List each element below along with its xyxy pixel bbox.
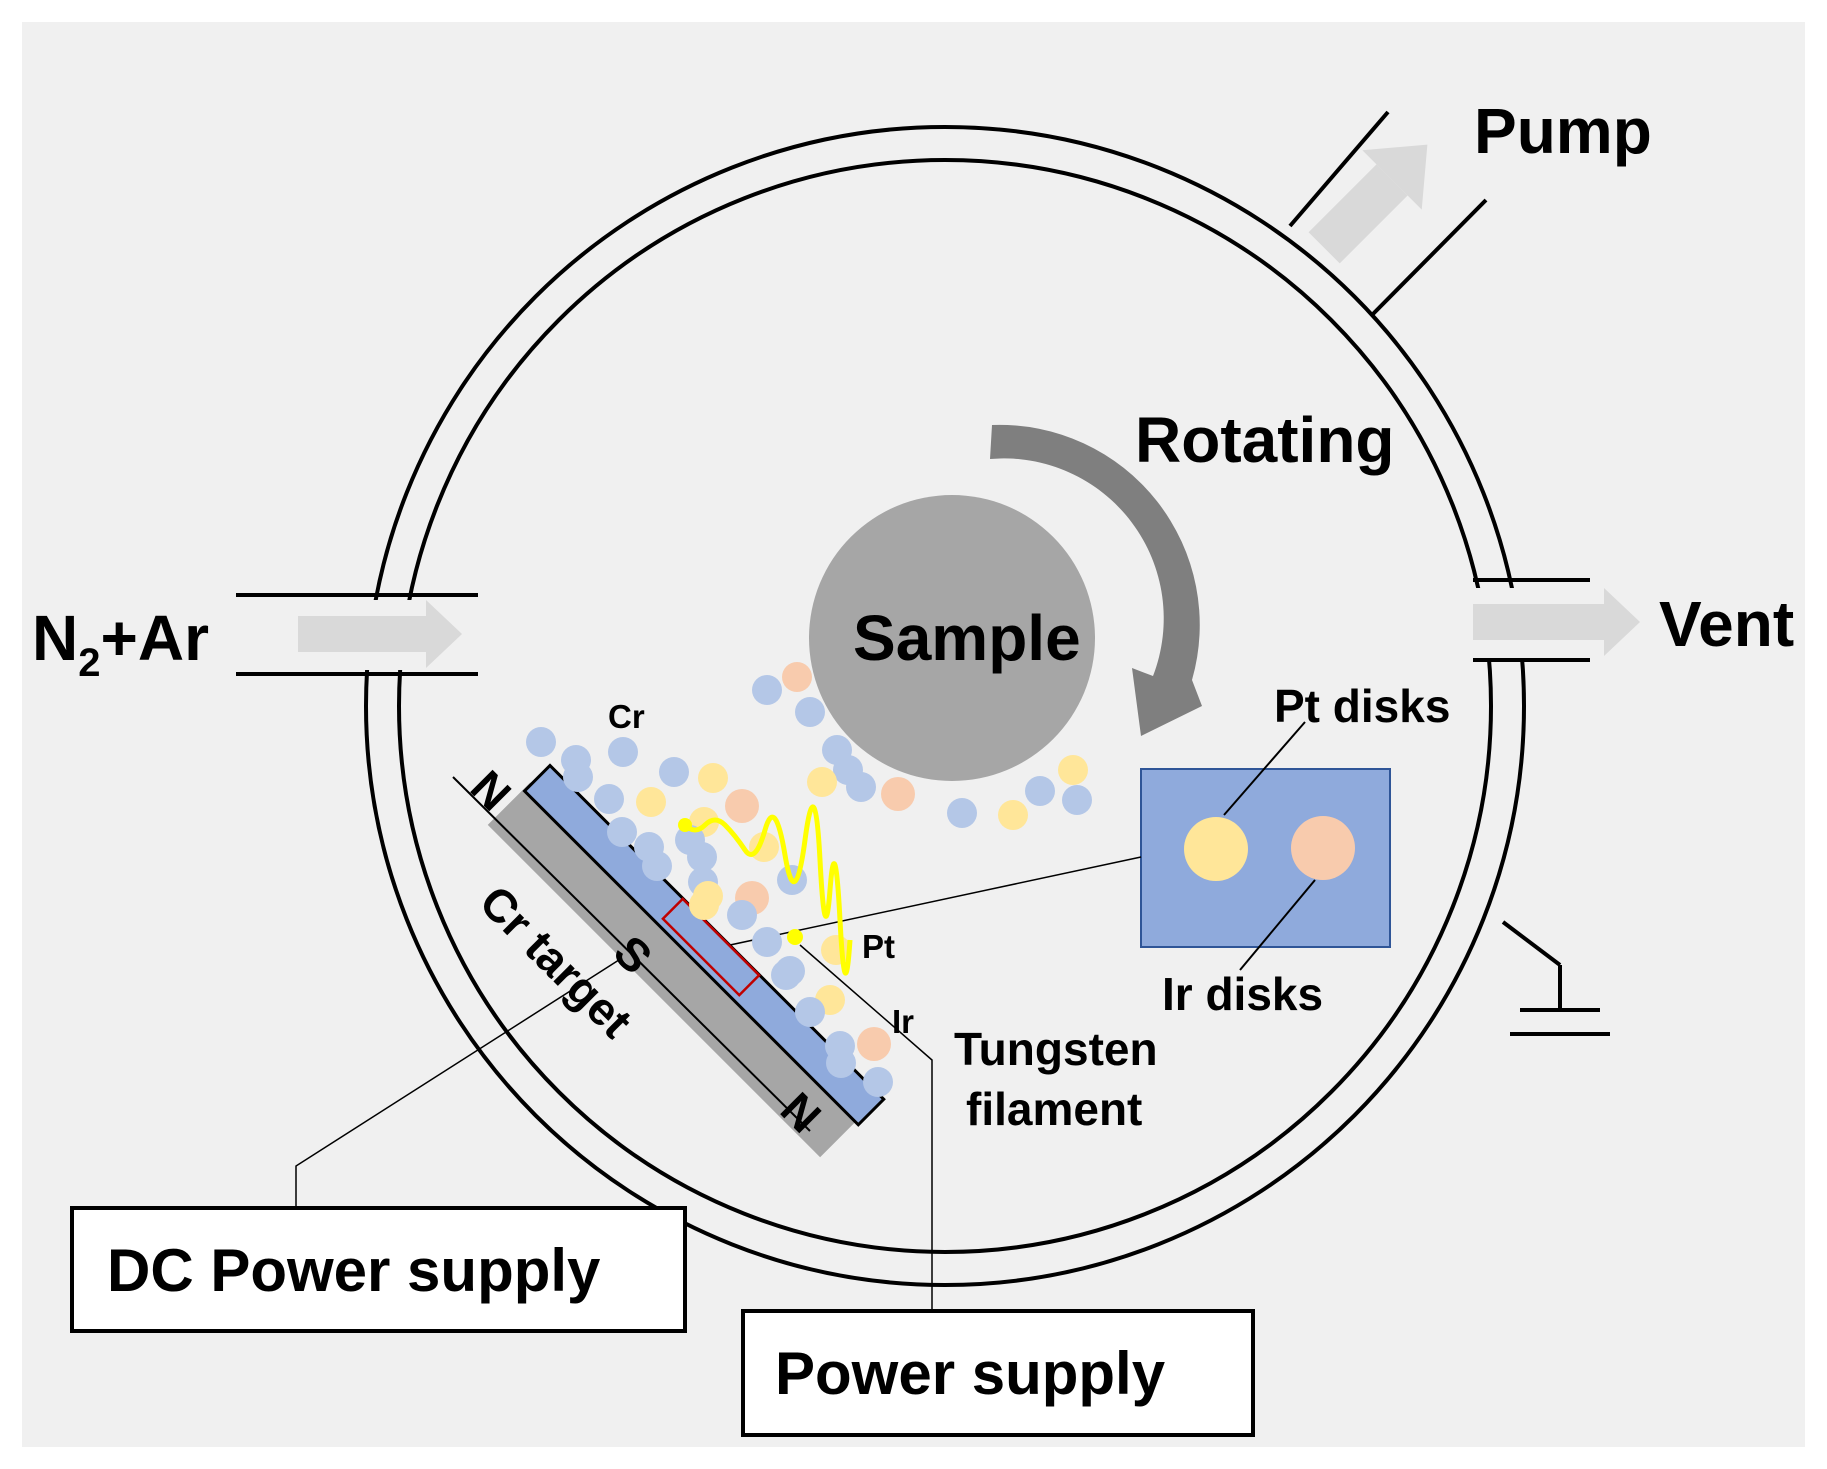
vacuum-chamber <box>364 125 1526 1287</box>
pt-particle <box>636 787 666 817</box>
pt-disks-leader <box>1223 721 1306 816</box>
dc-supply-wire <box>295 957 623 1207</box>
tungsten-filament-label-line1: Tungsten <box>954 1023 1158 1075</box>
tungsten-filament <box>683 804 853 976</box>
gas-inlet-label: N2+Ar <box>32 602 209 685</box>
cr-particle <box>795 997 825 1027</box>
cr-particle <box>826 1048 856 1078</box>
cr-particle <box>752 675 782 705</box>
ir-disk <box>1291 816 1355 880</box>
gas-ar-text: +Ar <box>100 602 209 674</box>
vent-label: Vent <box>1659 588 1794 660</box>
ir-particle <box>782 662 812 692</box>
power-supply-box <box>741 1309 1255 1437</box>
cr-particle <box>863 1067 893 1097</box>
disk-plate <box>1140 768 1391 948</box>
pump-flange <box>1288 110 1488 318</box>
pt-disk <box>1184 817 1248 881</box>
cr-particle <box>594 784 624 814</box>
dc-power-supply-box <box>70 1206 687 1333</box>
gas-n-text: N <box>32 602 78 674</box>
ir-disks-leader <box>1239 879 1316 971</box>
cr-particle <box>607 817 637 847</box>
vent-port <box>1473 578 1640 662</box>
cr-particle <box>563 762 593 792</box>
inlet-arrow-body <box>298 616 426 652</box>
power-supply-label: Power supply <box>775 1340 1166 1407</box>
cr-particle <box>1062 785 1092 815</box>
vent-arrow-body <box>1473 604 1607 640</box>
gas-inlet-port <box>236 593 480 676</box>
pt-particle <box>689 890 719 920</box>
magnetron-assembly <box>487 763 886 1158</box>
gas-subscript: 2 <box>78 641 100 685</box>
cr-particle <box>775 956 805 986</box>
pump-label: Pump <box>1474 95 1652 167</box>
cr-particle <box>642 851 672 881</box>
ir-particle <box>881 777 915 811</box>
pt-particle <box>807 767 837 797</box>
pt-particle <box>698 763 728 793</box>
cr-particle <box>752 927 782 957</box>
cr-particle <box>608 737 638 767</box>
pt-particle <box>1058 755 1088 785</box>
highlight-box <box>661 897 761 997</box>
pt-disks-label: Pt disks <box>1274 680 1450 732</box>
cr-particle <box>687 842 717 872</box>
filament-supply-wire <box>799 944 933 1310</box>
filament-tip <box>787 929 803 945</box>
magnet-divider <box>452 776 811 1132</box>
ground-symbol <box>1501 920 1610 1036</box>
rotating-label: Rotating <box>1135 404 1395 476</box>
dc-power-supply-label: DC Power supply <box>107 1237 601 1304</box>
ir-disks-label: Ir disks <box>1162 968 1323 1020</box>
inlet-arrow-head <box>426 600 462 668</box>
sample-disc <box>809 495 1095 781</box>
filament-tip <box>678 818 692 832</box>
ir-particle <box>725 789 759 823</box>
cr-particle <box>727 900 757 930</box>
pt-particle <box>998 800 1028 830</box>
magnet-body <box>487 782 863 1158</box>
cr-particle-label: Cr <box>608 698 645 735</box>
ir-particle-label: Ir <box>892 1003 914 1040</box>
vent-arrow-head <box>1604 588 1640 656</box>
cr-particle <box>947 798 977 828</box>
sputtered-particles <box>526 662 1092 1097</box>
rotation-arrow <box>990 424 1202 736</box>
tungsten-filament-label-line2: filament <box>966 1083 1142 1135</box>
cr-particle <box>659 757 689 787</box>
cr-particle <box>795 697 825 727</box>
pt-particle-label: Pt <box>862 928 895 965</box>
pump-flow-arrow <box>1308 144 1428 264</box>
cr-particle <box>526 727 556 757</box>
cr-particle <box>846 772 876 802</box>
cr-particle <box>1025 776 1055 806</box>
ir-particle <box>857 1027 891 1061</box>
sample-label: Sample <box>853 602 1081 674</box>
